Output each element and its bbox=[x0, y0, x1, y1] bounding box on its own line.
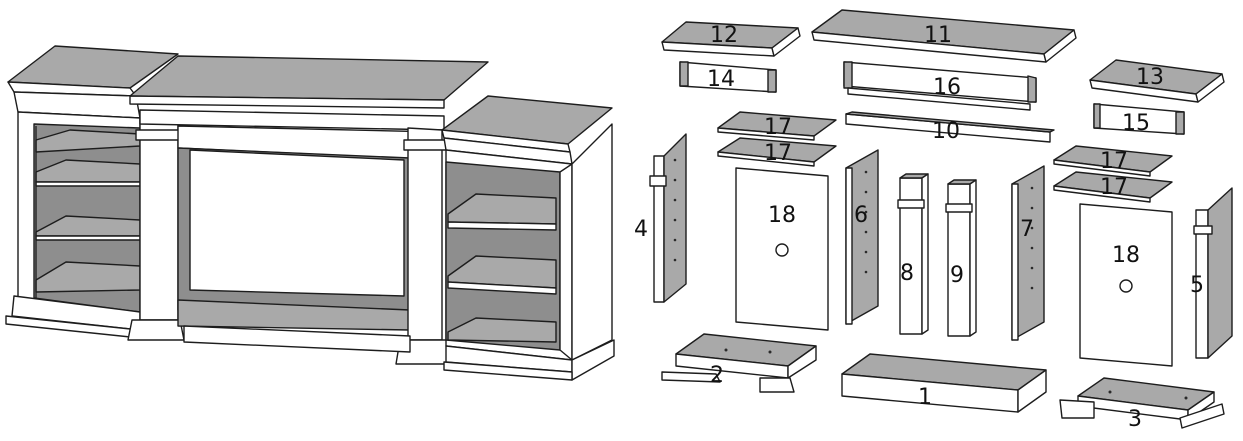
part-label-2: 2 bbox=[710, 363, 724, 388]
part-label-4: 4 bbox=[634, 217, 648, 242]
part-4-side-panel: 4 bbox=[634, 133, 687, 303]
part-label-17d: 17 bbox=[1100, 175, 1128, 200]
part-9-pillar: 9 bbox=[945, 179, 977, 337]
part-label-8: 8 bbox=[900, 261, 914, 286]
part-label-12: 12 bbox=[710, 23, 738, 48]
center-top bbox=[129, 55, 489, 101]
part-13-right-top: 13 bbox=[1089, 59, 1225, 103]
part-10-rail: 10 bbox=[845, 111, 1055, 144]
part-label-1: 1 bbox=[918, 385, 932, 410]
part-15-right-trim: 15 bbox=[1093, 103, 1185, 136]
part-3-base-right: 3 bbox=[1059, 377, 1225, 432]
part-label-17c: 17 bbox=[1100, 149, 1128, 174]
part-label-3: 3 bbox=[1128, 407, 1142, 432]
part-label-17b: 17 bbox=[764, 141, 792, 166]
part-1-base-center: 1 bbox=[841, 353, 1047, 413]
part-14-left-trim: 14 bbox=[679, 61, 777, 93]
part-label-6: 6 bbox=[854, 203, 868, 228]
part-label-16: 16 bbox=[933, 75, 961, 100]
part-2-base-left: 2 bbox=[661, 333, 817, 393]
part-label-9: 9 bbox=[950, 263, 964, 288]
part-17-shelf-right-b: 17 bbox=[1053, 171, 1173, 203]
part-6-side-panel: 6 bbox=[845, 149, 879, 325]
part-label-13: 13 bbox=[1136, 65, 1164, 90]
part-12-left-top: 12 bbox=[661, 21, 801, 57]
part-label-7: 7 bbox=[1020, 217, 1034, 242]
assembled-fireplace-console bbox=[5, 45, 615, 381]
left-pillar bbox=[139, 117, 179, 321]
part-18-back-panel-right: 18 bbox=[1079, 203, 1173, 367]
part-17-shelf-left-b: 17 bbox=[717, 137, 837, 167]
part-17-shelf-left-a: 17 bbox=[717, 111, 837, 141]
part-16-center-trim: 16 bbox=[843, 61, 1037, 111]
part-5-side-panel: 5 bbox=[1190, 187, 1233, 359]
part-label-11: 11 bbox=[924, 23, 952, 48]
part-label-18b: 18 bbox=[1112, 243, 1140, 268]
part-label-14: 14 bbox=[707, 67, 735, 92]
part-7-side-panel: 7 bbox=[1011, 165, 1045, 341]
part-8-pillar: 8 bbox=[897, 173, 929, 335]
part-label-15: 15 bbox=[1122, 111, 1150, 136]
right-pillar bbox=[407, 127, 443, 341]
part-label-10: 10 bbox=[932, 119, 960, 144]
part-17-shelf-right-a: 17 bbox=[1053, 145, 1173, 177]
part-label-18a: 18 bbox=[768, 203, 796, 228]
part-18-back-panel-left: 18 bbox=[735, 167, 829, 331]
part-11-center-top: 11 bbox=[811, 9, 1077, 63]
part-label-5: 5 bbox=[1190, 273, 1204, 298]
part-label-17a: 17 bbox=[764, 115, 792, 140]
